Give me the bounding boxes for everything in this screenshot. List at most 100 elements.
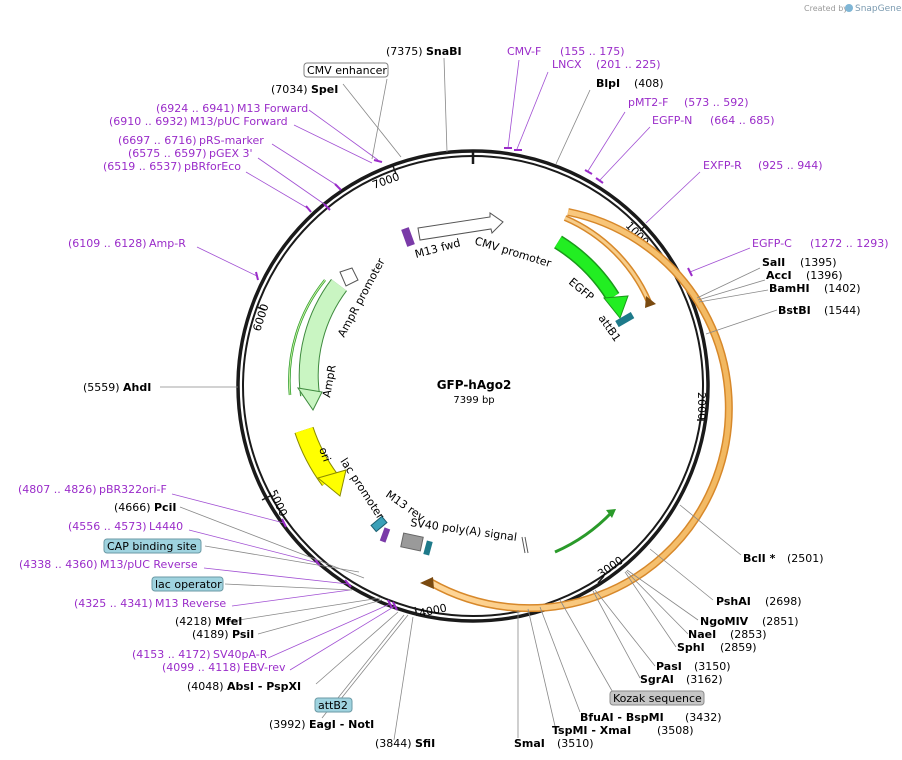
primer-egfpc[interactable]: EGFP-C [752, 237, 792, 250]
snapgene-brand: SnapGene [855, 4, 902, 14]
insert-arc-fill [428, 209, 732, 611]
enzyme-ngomiv-pos: (2851) [762, 615, 799, 628]
primer-labels: CMV-F (155 .. 175) LNCX (201 .. 225) pMT… [18, 45, 889, 674]
enzyme-spei[interactable]: SpeI [311, 83, 338, 96]
primer-m13rev-range: (4325 .. 4341) [74, 597, 153, 610]
enzyme-spei-pos: (7034) [271, 83, 308, 96]
plasmid-size: 7399 bp [453, 395, 494, 406]
ampr-arrow-icon [296, 387, 323, 411]
primer-sv40pa-range: (4153 .. 4172) [132, 648, 211, 661]
sv40-polya-feature[interactable] [400, 532, 424, 552]
cmv-promoter-feature[interactable] [417, 212, 504, 241]
kozak-box[interactable] [609, 690, 705, 706]
ampr-promoter-label: AmpR promoter [335, 256, 388, 340]
egfp-feature[interactable] [554, 236, 619, 301]
enzyme-ahdi[interactable]: AhdI [123, 381, 151, 394]
enzyme-psii[interactable]: PsiI [232, 628, 254, 641]
enzyme-eagi-pos: (3992) [269, 718, 306, 731]
primer-m13fwd[interactable]: M13 Forward [237, 102, 308, 115]
primer-sv40pa[interactable]: SV40pA-R [213, 648, 268, 661]
enzyme-bfuai-pos: (3432) [685, 711, 722, 724]
primer-pgex3-range: (6575 .. 6597) [128, 147, 207, 160]
primer-lncx[interactable]: LNCX [552, 58, 582, 71]
enzyme-acci-pos: (1396) [806, 269, 843, 282]
enzyme-bamhi[interactable]: BamHI [769, 282, 810, 295]
primer-pmt2f-range: (573 .. 592) [684, 96, 749, 109]
primer-egfpn[interactable]: EGFP-N [652, 114, 692, 127]
enzyme-pcii-pos: (4666) [114, 501, 151, 514]
enzyme-ngomiv[interactable]: NgoMIV [700, 615, 749, 628]
enzyme-pasi[interactable]: PasI [656, 660, 682, 673]
enzyme-bfuai[interactable]: BfuAI - BspMI [580, 711, 664, 724]
enzyme-bstbi[interactable]: BstBI [778, 304, 811, 317]
ampr-label: AmpR [320, 364, 339, 399]
plasmid-name: GFP-hAgo2 [437, 378, 512, 392]
primer-m13puc[interactable]: M13/pUC Forward [190, 115, 288, 128]
primer-m13puc-range: (6910 .. 6932) [109, 115, 188, 128]
enzyme-snabi-pos: (7375) [386, 45, 423, 58]
ampr-promoter-feature[interactable] [339, 267, 359, 287]
ampr-feature[interactable] [299, 279, 347, 397]
primer-ampr[interactable]: Amp-R [149, 237, 186, 250]
enzyme-sfii[interactable]: SfiI [415, 737, 435, 750]
primer-pmt2f[interactable]: pMT2-F [628, 96, 669, 109]
enzyme-pasi-pos: (3150) [694, 660, 731, 673]
enzyme-smai[interactable]: SmaI [514, 737, 545, 750]
primer-prsmarker[interactable]: pRS-marker [199, 134, 264, 147]
primer-l4440[interactable]: L4440 [149, 520, 183, 533]
enzyme-psii-pos: (4189) [192, 628, 229, 641]
enzyme-bcli-pos: (2501) [787, 552, 824, 565]
enzyme-bamhi-pos: (1402) [824, 282, 861, 295]
snapgene-logo-icon [845, 4, 853, 12]
attb2-label: attB2 [318, 699, 348, 712]
primer-lines [171, 59, 751, 671]
enzyme-bcli[interactable]: BclI * [743, 552, 776, 565]
primer-pgex3[interactable]: pGEX 3' [209, 147, 253, 160]
enzyme-tspmi[interactable]: TspMI - XmaI [552, 724, 631, 737]
primer-pbrforeco-range: (6519 .. 6537) [103, 160, 182, 173]
lac-promoter-label: lac promoter [337, 456, 386, 523]
enzyme-sphi[interactable]: SphI [677, 641, 705, 654]
enzyme-naei[interactable]: NaeI [688, 628, 716, 641]
attb1-feature[interactable] [615, 312, 635, 328]
enzyme-smai-pos: (3510) [557, 737, 594, 750]
primer-l4440-range: (4556 .. 4573) [68, 520, 147, 533]
primer-pbr322-range: (4807 .. 4826) [18, 483, 97, 496]
primer-cmvf[interactable]: CMV-F [507, 45, 541, 58]
enzyme-blpi-pos: (408) [634, 77, 664, 90]
primer-exfpr[interactable]: EXFP-R [703, 159, 742, 172]
enzyme-bstbi-pos: (1544) [824, 304, 861, 317]
attb2-feature[interactable] [423, 540, 433, 556]
primer-pbr322[interactable]: pBR322ori-F [99, 483, 167, 496]
enzyme-mfei[interactable]: MfeI [215, 615, 242, 628]
small-arrow-icon [606, 509, 616, 518]
enzyme-sali[interactable]: SalI [762, 256, 785, 269]
m13-fwd-feature[interactable] [401, 227, 415, 247]
ruler-6000: 6000 [250, 302, 271, 333]
lac-operator-box[interactable] [151, 576, 224, 592]
primer-m13rev[interactable]: M13 Reverse [155, 597, 226, 610]
enzyme-absi[interactable]: AbsI - PspXI [227, 680, 301, 693]
enzyme-snabi[interactable]: SnaBI [426, 45, 462, 58]
cmv-enhancer-box[interactable] [303, 62, 389, 78]
enzyme-pshai[interactable]: PshAI [716, 595, 751, 608]
enzyme-blpi[interactable]: BlpI [596, 77, 620, 90]
primer-ebvrev[interactable]: EBV-rev [243, 661, 286, 674]
primer-m13pucrev[interactable]: M13/pUC Reverse [100, 558, 198, 571]
egfp-arrow-icon [603, 295, 629, 320]
insert-small-arrow [554, 510, 614, 554]
enzyme-naei-pos: (2853) [730, 628, 767, 641]
enzyme-sgrai[interactable]: SgrAI [640, 673, 674, 686]
credit-text: Created by [804, 4, 848, 13]
primer-ebvrev-range: (4099 .. 4118) [162, 661, 241, 674]
primer-egfpn-range: (664 .. 685) [710, 114, 775, 127]
enzyme-eagi[interactable]: EagI - NotI [309, 718, 374, 731]
attb2-box[interactable] [314, 697, 353, 713]
enzyme-acci[interactable]: AccI [766, 269, 792, 282]
m13-rev-feature[interactable] [379, 527, 391, 543]
lac-promoter-feature[interactable] [370, 515, 388, 533]
primer-ampr-range: (6109 .. 6128) [68, 237, 147, 250]
cap-site-box[interactable] [103, 538, 202, 554]
primer-pbrforeco[interactable]: pBRforEco [184, 160, 241, 173]
enzyme-pcii[interactable]: PciI [154, 501, 176, 514]
